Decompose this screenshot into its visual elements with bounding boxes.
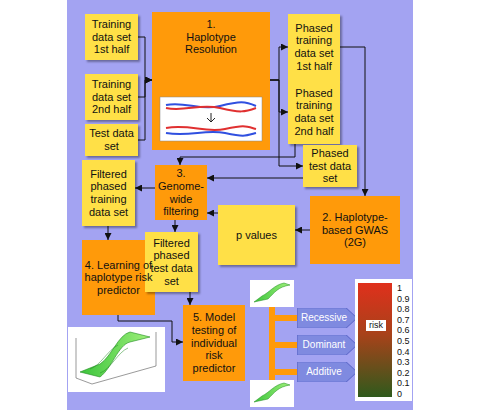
flow-arrow bbox=[270, 47, 288, 80]
box-text: Training data set 1st half bbox=[87, 18, 136, 56]
scale-tick: 0.5 bbox=[397, 337, 410, 346]
box-text: Test data set bbox=[87, 127, 136, 152]
flow-arrow bbox=[135, 188, 155, 189]
model-arrow: Additive bbox=[297, 362, 357, 382]
model-arrow: Recessive bbox=[297, 308, 357, 328]
scale-tick: 0.3 bbox=[397, 358, 410, 367]
data-note: Filtered phased training data set bbox=[82, 160, 135, 226]
flow-arrow bbox=[138, 37, 152, 80]
flow-arrow bbox=[108, 226, 109, 240]
process-box: 5. Model testing of individual risk pred… bbox=[183, 305, 245, 381]
box-text: Recessive bbox=[301, 312, 347, 324]
data-note: Training data set 1st half bbox=[85, 14, 138, 60]
data-note: Phased training data set 2nd half bbox=[288, 80, 340, 144]
model-choice-bracket bbox=[272, 307, 297, 380]
flow-arrow bbox=[138, 80, 152, 140]
scale-tick: 0.8 bbox=[397, 305, 410, 314]
flow-arrow bbox=[207, 213, 218, 214]
scale-tick: 0 bbox=[397, 390, 402, 399]
data-note: Filtered phased test data set bbox=[145, 232, 198, 292]
flow-arrow bbox=[175, 220, 176, 232]
flow-arrow bbox=[207, 178, 303, 179]
box-text: 1. Haplotype Resolution bbox=[154, 18, 268, 56]
scale-tick: 1 bbox=[397, 284, 402, 293]
data-note: Phased test data set bbox=[303, 145, 357, 187]
data-note: p values bbox=[218, 205, 295, 265]
box-text: 4. Learning of haplotype risk predictor bbox=[84, 259, 153, 297]
risk-color-bar bbox=[355, 279, 412, 401]
data-note: Training data set 2nd half bbox=[85, 74, 138, 120]
data-note: Test data set bbox=[85, 124, 138, 156]
scale-title: risk bbox=[366, 320, 386, 331]
haplotype-illustration bbox=[160, 97, 262, 141]
box-text: Phased test data set bbox=[305, 147, 355, 185]
box-text: Dominant bbox=[303, 339, 346, 351]
flow-arrow bbox=[118, 315, 183, 342]
process-box: 1. Haplotype Resolution bbox=[152, 12, 270, 150]
flow-arrow bbox=[295, 230, 310, 231]
process-box: 2. Haplotype-based GWAS (2G) bbox=[310, 196, 400, 264]
flow-arrow bbox=[190, 292, 191, 305]
process-box: 3. Genome-wide filtering bbox=[155, 165, 207, 220]
box-text: 3. Genome-wide filtering bbox=[157, 167, 205, 218]
box-text: Phased training data set 2nd half bbox=[290, 87, 338, 138]
model-arrow: Dominant bbox=[297, 335, 357, 355]
scale-tick: 0.6 bbox=[397, 326, 410, 335]
data-note: Phased training data set 1st half bbox=[288, 14, 340, 80]
scale-tick: 0.9 bbox=[397, 295, 410, 304]
scale-tick: 0.4 bbox=[397, 348, 410, 357]
scale-tick: 0.1 bbox=[397, 379, 410, 388]
box-text: Training data set 2nd half bbox=[87, 78, 136, 116]
box-text: 2. Haplotype-based GWAS (2G) bbox=[312, 211, 398, 249]
risk-surface-plot bbox=[68, 327, 165, 392]
box-text: p values bbox=[236, 229, 277, 242]
scale-tick: 0.2 bbox=[397, 369, 410, 378]
box-text: Additive bbox=[306, 366, 342, 378]
box-text: Phased training data set 1st half bbox=[290, 22, 338, 73]
small-surface-plot bbox=[250, 280, 294, 407]
box-text: Filtered phased training data set bbox=[84, 168, 133, 219]
box-text: 5. Model testing of individual risk pred… bbox=[185, 311, 243, 374]
scale-tick: 0.7 bbox=[397, 316, 410, 325]
box-text: Filtered phased test data set bbox=[147, 237, 196, 288]
